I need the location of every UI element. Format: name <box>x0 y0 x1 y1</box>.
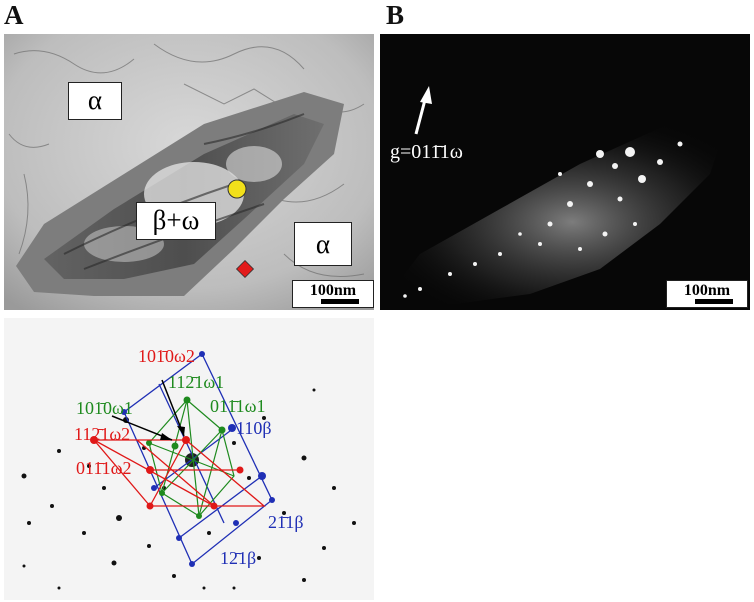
marker-circle <box>227 179 247 199</box>
tem-darkfield-image: g=011̄1ω 100nm <box>380 34 750 310</box>
diffraction-pattern: 101̄0ω2 112̄1ω1 101̄0ω1 011̄1ω1 112̄1ω2 … <box>4 318 374 600</box>
scale-bar-b-label: 100nm <box>683 282 731 299</box>
label-omega2-1121: 112̄1ω2 <box>74 424 130 444</box>
panel-letter-b: B <box>386 0 405 30</box>
tem-brightfield-image: α β+ω α 100nm <box>4 34 374 310</box>
phase-label-alpha-right: α <box>294 222 352 266</box>
g-vector-label: g=011̄1ω <box>390 141 463 163</box>
label-beta-211: 21̄1β <box>268 512 304 532</box>
label-omega2-1010: 101̄0ω2 <box>138 346 195 366</box>
label-omega1-0111: 011̄1ω1 <box>210 396 266 416</box>
phase-label-alpha-top: α <box>68 82 122 120</box>
label-beta-110: 110β <box>236 418 272 438</box>
phase-label-beta-omega: β+ω <box>136 202 216 240</box>
panel-letter-a: A <box>4 0 24 30</box>
label-omega1-1010: 101̄0ω1 <box>76 398 133 418</box>
label-omega1-1121: 112̄1ω1 <box>168 372 224 392</box>
label-beta-121: 12̄1β <box>220 548 256 568</box>
scale-bar-a: 100nm <box>292 280 374 308</box>
diffraction-svg: 101̄0ω2 112̄1ω1 101̄0ω1 011̄1ω1 112̄1ω2 … <box>21 346 356 590</box>
brightfield-micrograph <box>4 34 374 310</box>
darkfield-micrograph: g=011̄1ω <box>380 34 750 310</box>
scale-bar-a-label: 100nm <box>309 282 357 299</box>
label-omega2-0111: 011̄1ω2 <box>76 458 132 478</box>
scale-bar-b: 100nm <box>666 280 748 308</box>
marker-diamond <box>235 259 255 279</box>
